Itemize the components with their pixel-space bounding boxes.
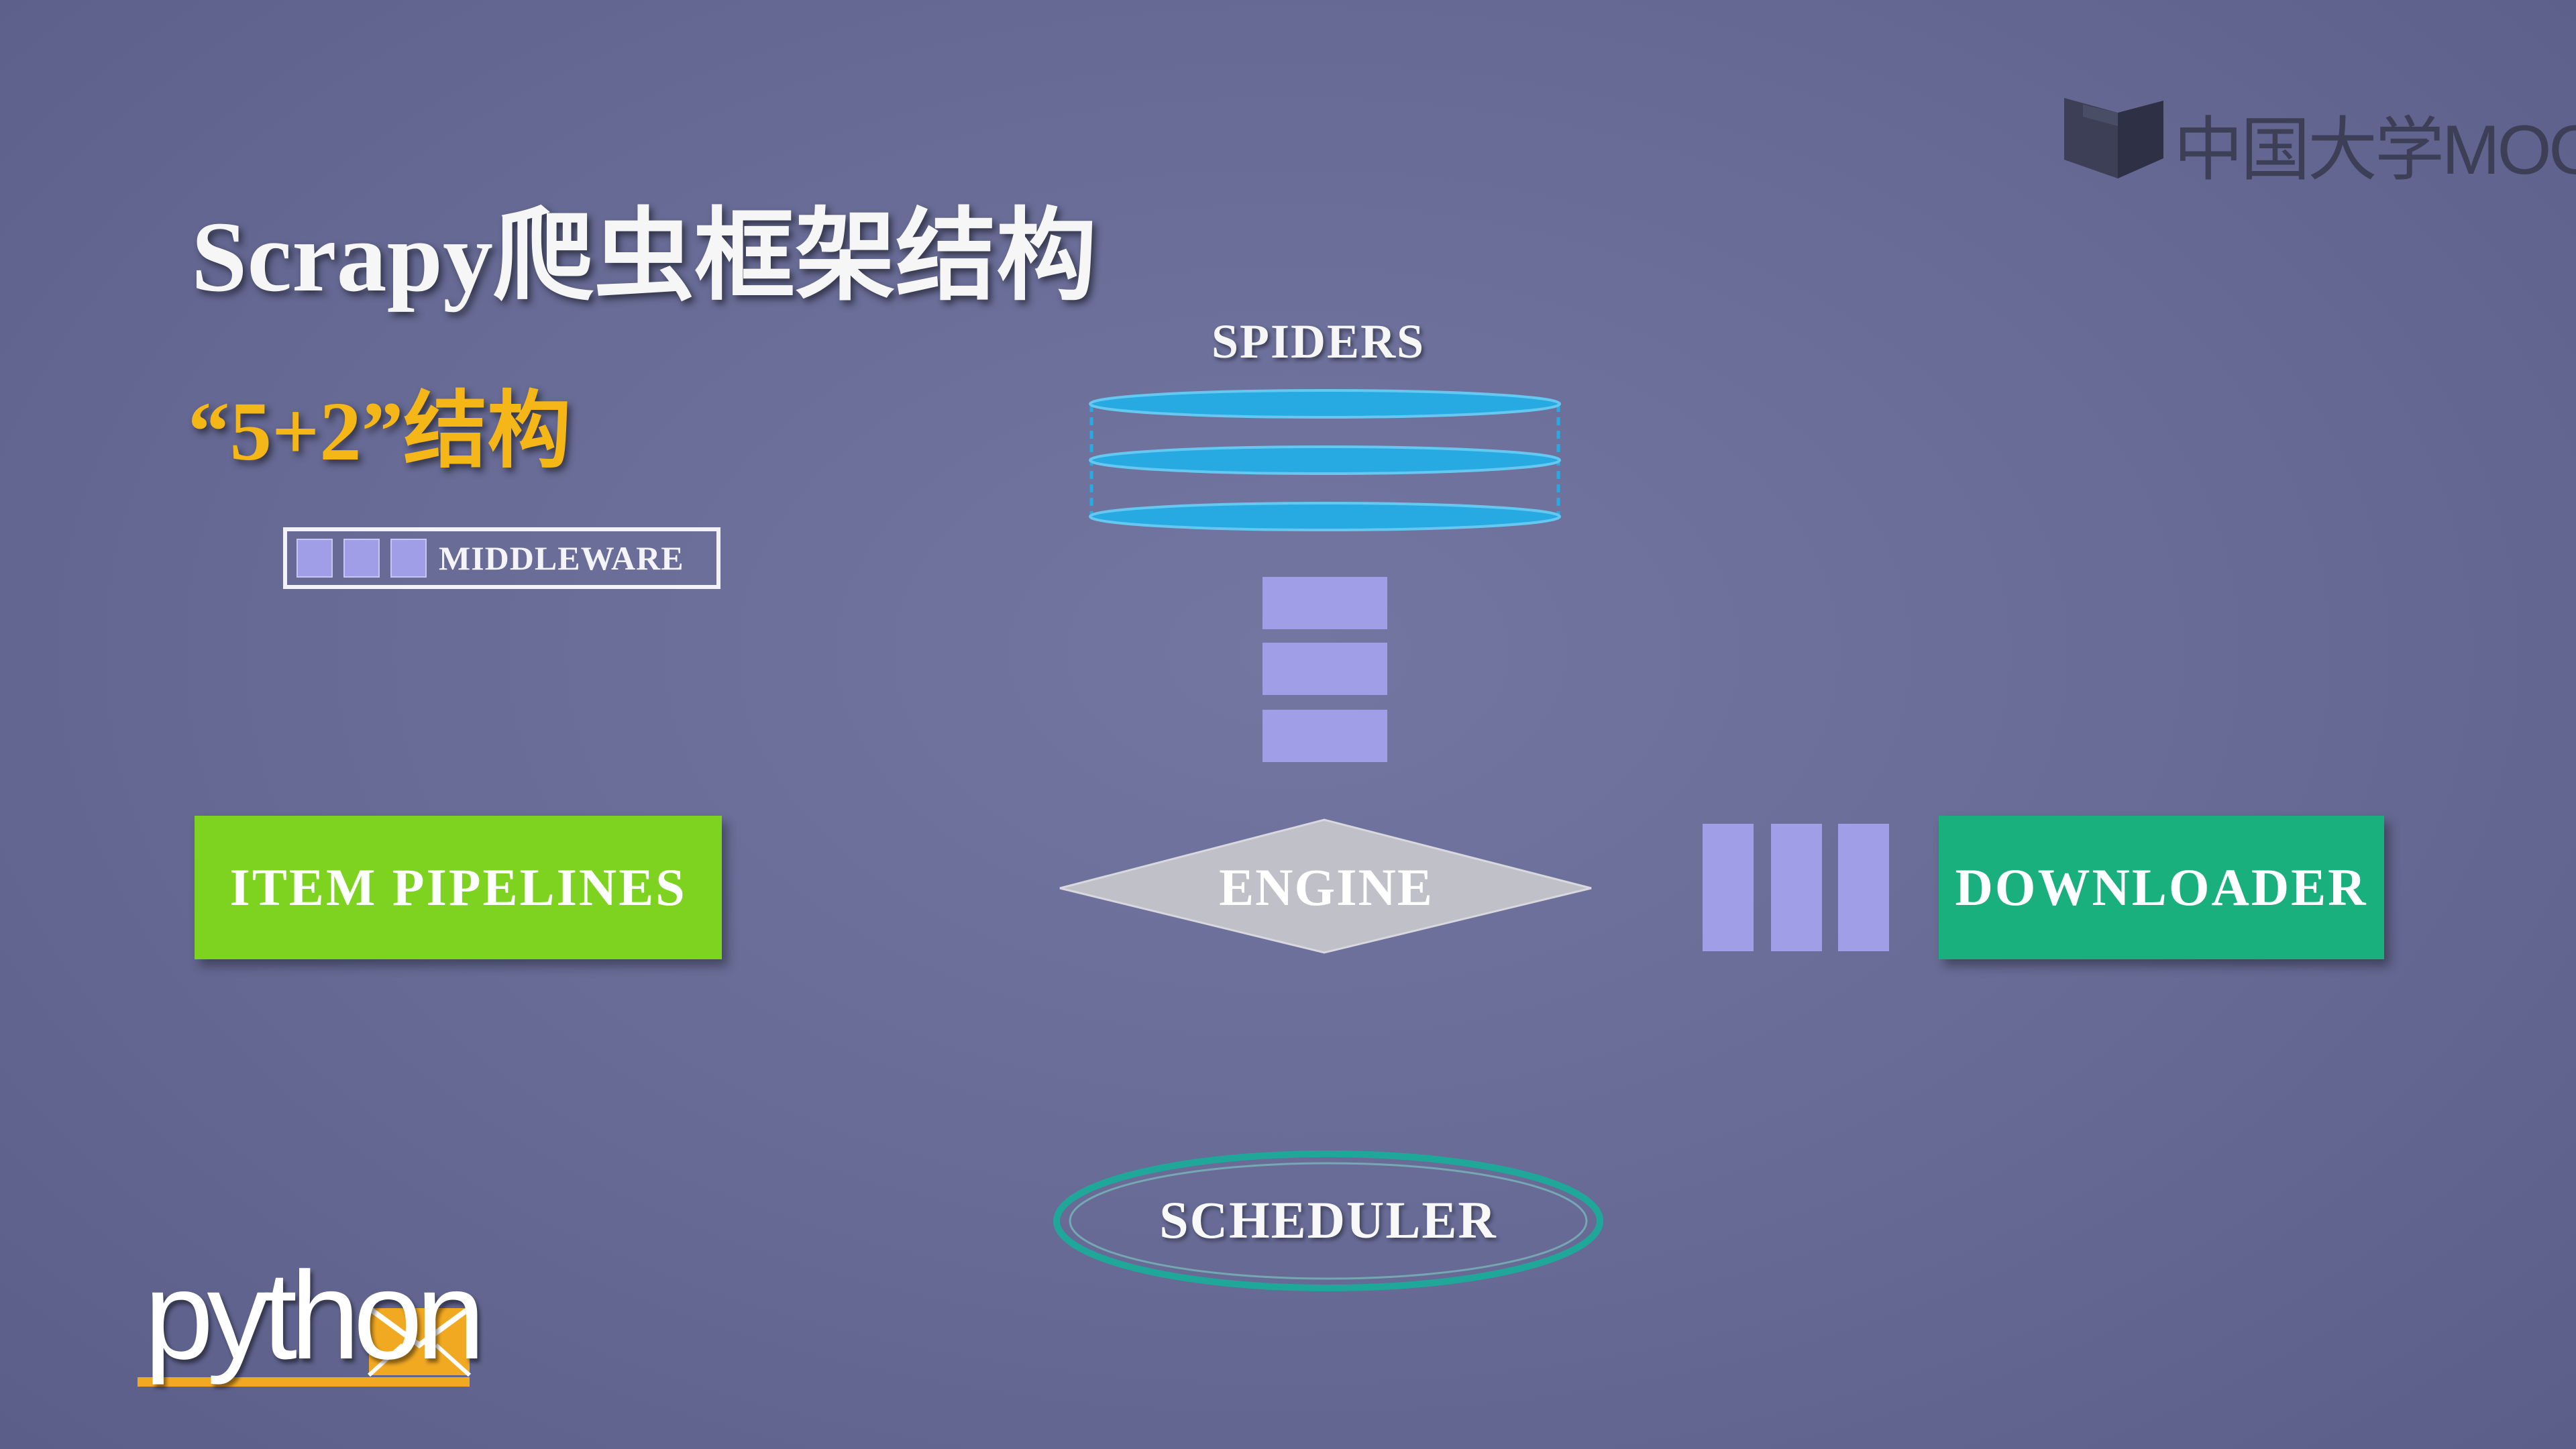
item-pipelines-box: ITEM PIPELINES: [195, 816, 722, 959]
python-envelope-icon: [138, 1305, 472, 1387]
scheduler-label: SCHEDULER: [1159, 1191, 1497, 1249]
slide-title: Scrapy爬虫框架结构: [191, 201, 1097, 313]
downloader-box: DOWNLOADER: [1939, 816, 2384, 959]
spiders-label: SPIDERS: [1212, 315, 1426, 368]
legend-swatch: [390, 539, 427, 578]
spider-middleware-block: [1263, 710, 1387, 762]
middleware-legend: MIDDLEWARE: [283, 527, 720, 589]
legend-swatch: [297, 539, 333, 578]
python-logo-text: python: [144, 1246, 485, 1385]
engine-diamond: [1059, 818, 1592, 954]
python-logo: python: [138, 1244, 486, 1392]
mooc-book-icon: [2064, 98, 2163, 178]
spiders-stack: [1089, 389, 1561, 531]
downloader-middleware-block: [1703, 824, 1754, 951]
scheduler-ring: [1053, 1150, 1603, 1291]
downloader-middleware-block: [1838, 824, 1889, 951]
legend-label: MIDDLEWARE: [439, 539, 684, 577]
legend-swatch: [343, 539, 380, 578]
spider-middleware-block: [1263, 577, 1387, 629]
spider-disc: [1089, 445, 1561, 475]
slide-subtitle: “5+2”结构: [188, 386, 572, 478]
spider-disc: [1089, 389, 1561, 419]
engine-label: ENGINE: [1219, 858, 1434, 916]
mooc-logo-text: 中国大学MOOC: [2174, 111, 2576, 180]
spider-middleware-block: [1263, 643, 1387, 695]
spider-disc: [1089, 502, 1561, 531]
downloader-middleware-block: [1771, 824, 1822, 951]
mooc-logo: 中国大学MOOC: [2063, 93, 2576, 180]
